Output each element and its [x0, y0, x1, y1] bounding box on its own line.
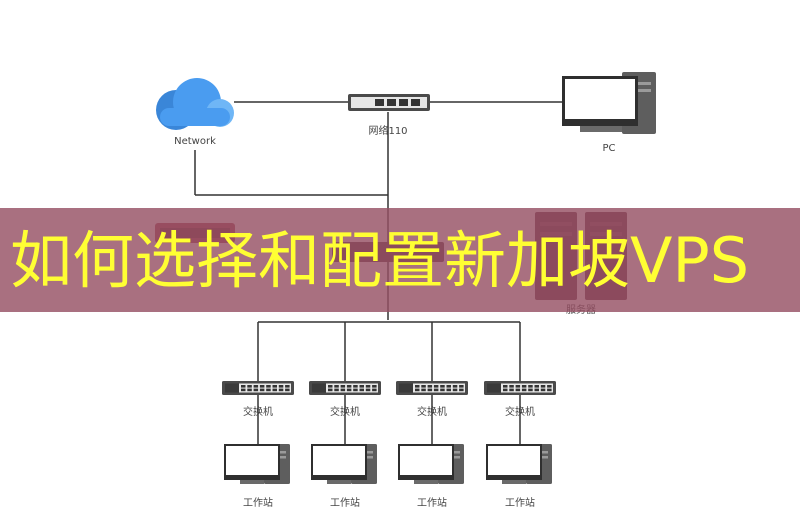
workstation-label: 工作站	[505, 498, 535, 509]
cloud-label: Network	[174, 136, 216, 147]
connection-lines	[194, 101, 562, 446]
banner-title: 如何选择和配置新加坡VPS	[10, 224, 750, 297]
access-switch-label: 交换机	[243, 407, 273, 418]
switch-icon	[484, 381, 556, 395]
workstation-label: 工作站	[417, 498, 447, 509]
access-switch-label: 交换机	[330, 407, 360, 418]
access-switch-label: 交换机	[417, 407, 447, 418]
access-switches	[222, 381, 556, 395]
switch-icon	[222, 381, 294, 395]
workstation-label: 工作站	[330, 498, 360, 509]
top-switch-label: 网络110	[368, 126, 408, 137]
cloud-icon	[156, 78, 234, 130]
desktop-computer-icon	[486, 444, 552, 484]
title-banner: 如何选择和配置新加坡VPS	[0, 208, 800, 312]
desktop-computer-icon	[224, 444, 290, 484]
pc-icon	[562, 72, 656, 134]
workstation-label: 工作站	[243, 498, 273, 509]
top-switch-icon	[348, 94, 430, 111]
access-switch-label: 交换机	[505, 407, 535, 418]
switch-icon	[309, 381, 381, 395]
switch-icon	[396, 381, 468, 395]
workstations	[224, 444, 552, 484]
desktop-computer-icon	[311, 444, 377, 484]
desktop-computer-icon	[398, 444, 464, 484]
pc-label: PC	[602, 143, 616, 154]
